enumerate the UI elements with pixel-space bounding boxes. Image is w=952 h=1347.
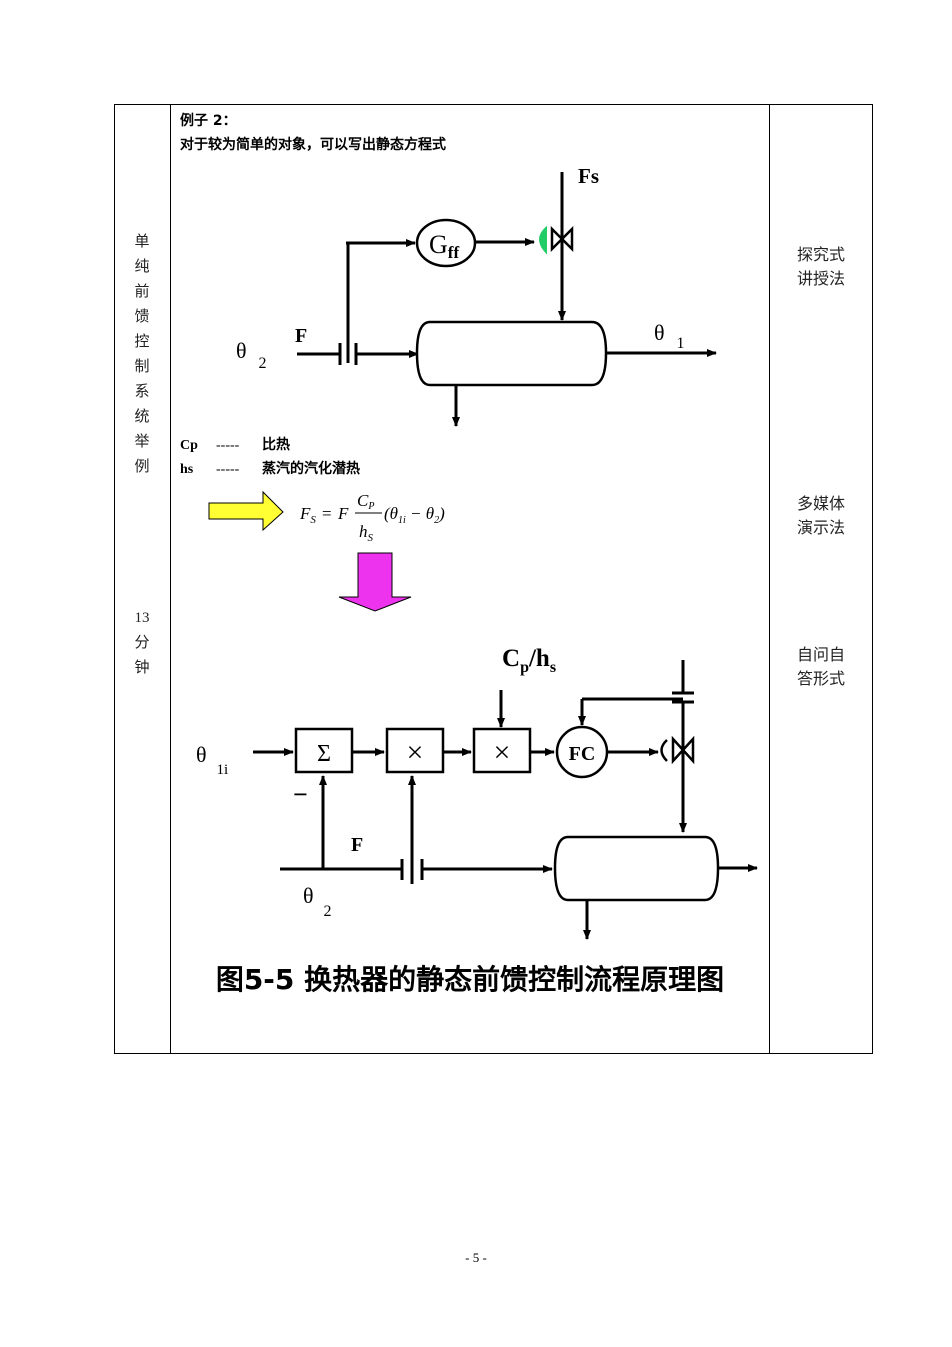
- example-title: 例子 2：: [180, 113, 237, 129]
- method-column: 探究式 讲授法 多媒体 演示法 自问自 答形式: [770, 104, 872, 1054]
- multiply-block-1: [385, 727, 445, 774]
- table-right-border: [872, 104, 873, 1054]
- diagram-2-labels: Cp/hs θ1i Σ × × FC − F θ2: [196, 645, 595, 920]
- multiply-symbol-2: ×: [494, 736, 511, 769]
- valve-2-actuator-icon: [660, 739, 668, 762]
- method-2: 多媒体 演示法: [796, 496, 845, 537]
- svg-text:F: F: [337, 504, 349, 523]
- gff-label: Gff: [429, 230, 459, 262]
- topic-text: 单 纯 前 馈 控 制 系 统 举 例: [134, 234, 150, 475]
- column-divider-left: [170, 104, 171, 1054]
- theta2-label-1: θ2: [236, 338, 267, 372]
- heat-exchanger-1: [415, 320, 608, 387]
- valve-1-actuator-icon: [539, 225, 547, 255]
- f-label-2: F: [351, 834, 363, 856]
- example-description: 对于较为简单的对象，可以写出静态方程式: [180, 137, 446, 153]
- svg-text:(θ1i − θ2): (θ1i − θ2): [384, 504, 445, 526]
- svg-text:hS: hS: [359, 522, 374, 544]
- fs-label: Fs: [578, 164, 599, 188]
- table-top-border: [114, 104, 872, 105]
- svg-text:FS: FS: [299, 504, 316, 526]
- topic-column: 单 纯 前 馈 控 制 系 统 举 例 13 分 钟: [114, 104, 170, 1054]
- table-bottom-border: [114, 1053, 872, 1054]
- multiply-block-2: [472, 727, 532, 774]
- theta1i-label: θ1i: [196, 742, 228, 778]
- time-text: 13 分 钟: [134, 610, 150, 676]
- column-divider-right: [769, 104, 770, 1054]
- page-number: - 5 -: [465, 1250, 487, 1265]
- cphs-label: Cp/hs: [502, 645, 556, 676]
- yellow-arrow-icon: [208, 490, 284, 532]
- def-cp: Cp-----比热: [180, 437, 290, 453]
- multiply-symbol-1: ×: [407, 736, 424, 769]
- minus-sign: −: [293, 780, 308, 809]
- def-hs: hs-----蒸汽的汽化潜热: [180, 461, 360, 477]
- heat-exchanger-2: [553, 835, 720, 902]
- formula: FS = F CP hS (θ1i − θ2): [299, 491, 445, 544]
- method-3: 自问自 答形式: [796, 647, 845, 688]
- svg-text:=: =: [322, 504, 332, 523]
- svg-text:CP: CP: [357, 491, 374, 512]
- valve-2-icon: [671, 735, 695, 765]
- diagram-1: [297, 172, 717, 427]
- figure-caption: 图5-5 换热器的静态前馈控制流程原理图: [215, 963, 725, 996]
- table-left-border: [114, 104, 115, 1054]
- f-label-1: F: [295, 325, 307, 347]
- method-1: 探究式 讲授法: [796, 247, 845, 288]
- sum-block: [294, 727, 354, 774]
- diagram-2: [253, 660, 758, 940]
- valve-1-icon: [550, 225, 574, 253]
- magenta-arrow-icon: [338, 552, 412, 612]
- theta2-label-2: θ2: [303, 883, 332, 920]
- fc-label: FC: [569, 743, 596, 765]
- sum-symbol: Σ: [317, 741, 331, 767]
